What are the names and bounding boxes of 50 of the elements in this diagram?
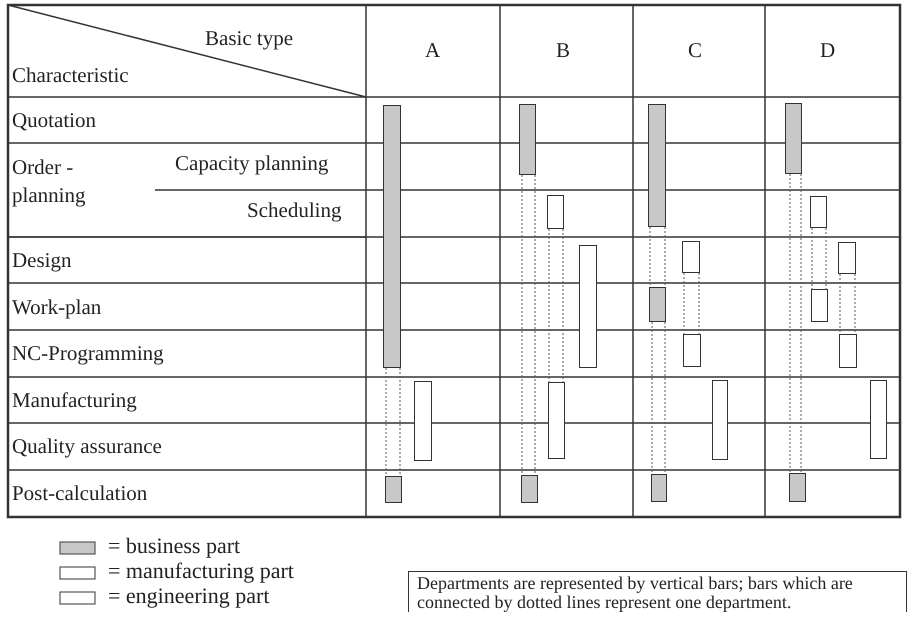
department-bar [648,104,666,227]
department-bar [785,103,802,174]
department-bar [414,381,432,461]
department-bar [521,475,538,503]
department-bar [870,380,887,459]
department-bar [383,105,401,368]
dotted-connector [812,228,826,290]
column-header: D [820,38,836,62]
department-bar [385,476,402,503]
dotted-connector [386,368,400,476]
row-label: Design [12,248,72,272]
department-bar [838,242,856,274]
department-bar [519,104,536,175]
dotted-connector [650,226,666,288]
row-label: Manufacturing [12,388,137,412]
department-bar [712,380,728,460]
row-label: Capacity planning [175,151,328,175]
row-label: Quotation [12,108,96,132]
legend-text: = manufacturing part [108,559,294,583]
dotted-connector [790,174,802,474]
dotted-connector [840,274,856,334]
row-label: Scheduling [247,198,342,222]
note-box: Departments are represented by vertical bars; bars which are connected by dotted lines represent one department. [408,571,907,612]
column-header: C [688,38,702,62]
department-bar [839,334,857,368]
table-header: Characteristic [12,63,129,87]
column-header: B [556,38,570,62]
row-label: Work-plan [12,295,102,319]
row-label: Order - planning [12,154,86,209]
legend-text: = business part [108,534,240,558]
column-header: A [425,38,440,62]
table-header: Basic type [205,26,294,50]
department-bar [579,245,597,368]
department-bar [811,289,828,322]
department-bar [548,382,565,459]
dotted-connector [652,322,666,474]
dotted-connector [522,174,536,476]
department-bar [682,241,700,273]
dotted-connector [684,272,700,334]
row-label: Post-calculation [12,481,148,505]
department-bar [810,196,827,228]
department-bar [683,334,701,367]
dotted-connector [548,228,564,382]
row-label: Quality assurance [12,434,162,458]
department-bar [547,195,564,229]
department-bar [789,473,806,502]
department-bar [651,474,667,502]
legend-text: = engineering part [108,584,270,608]
row-label: NC-Programming [12,341,164,365]
department-bar [649,287,666,322]
